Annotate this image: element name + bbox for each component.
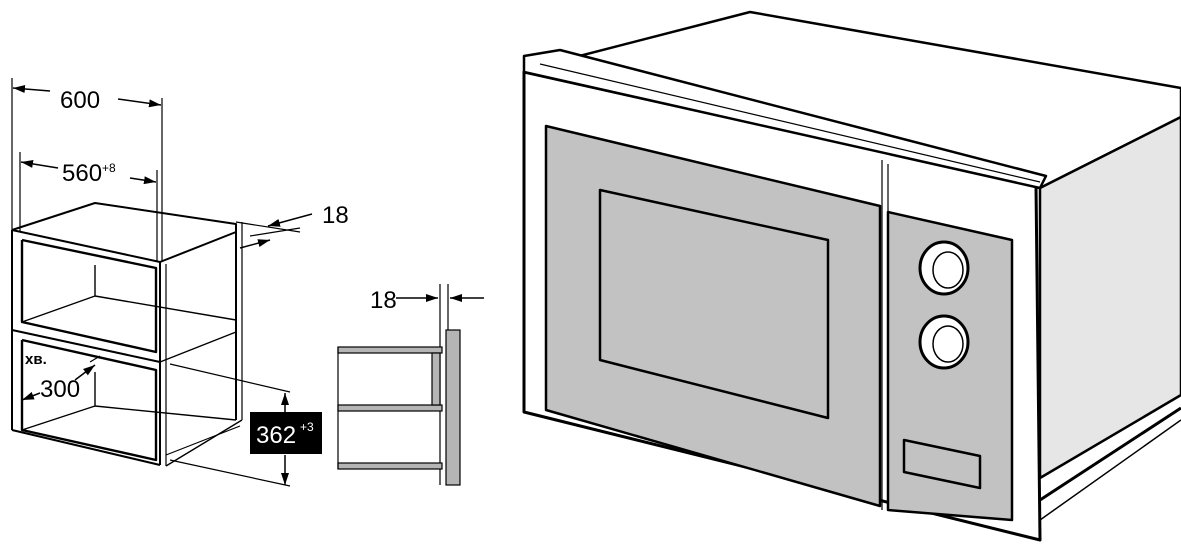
depth-prefix: хв. — [25, 351, 47, 368]
niche-height-label-background — [250, 412, 322, 454]
niche-height-dimension: 362+3 — [169, 363, 322, 487]
side-panel-detail: 18 — [337, 284, 484, 486]
depth-label: 300 — [40, 376, 80, 403]
power-knob-icon — [918, 240, 970, 296]
side-panel-thickness-label: 18 — [370, 287, 397, 314]
door-release-button-icon — [902, 438, 982, 490]
timer-knob-icon — [918, 314, 970, 370]
width-label: 600 — [60, 87, 100, 114]
microwave-oven — [522, 10, 1181, 542]
cabinet-niche: 600 560+8 — [11, 78, 349, 487]
cabinet-box — [11, 202, 243, 467]
niche-height-label: 362+3 — [256, 420, 314, 449]
inner-width-dimension: 560+8 — [20, 159, 157, 187]
width-dimension: 600 — [12, 84, 162, 114]
inner-width-label: 560+8 — [62, 160, 116, 187]
panel-thickness-top-dimension: 18 — [235, 202, 349, 249]
depth-dimension: хв. 300 — [21, 351, 101, 403]
panel-thickness-top-label: 18 — [322, 202, 349, 229]
